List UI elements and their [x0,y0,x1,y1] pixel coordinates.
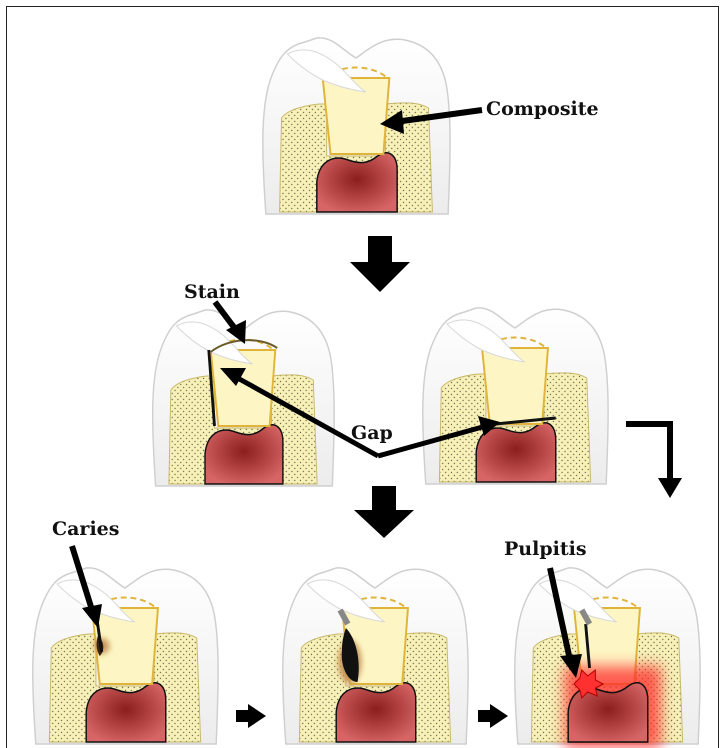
caries-label: Caries [52,520,119,539]
gap-label: Gap [351,424,393,443]
right-arrow-1 [236,704,266,728]
tooth-caries-progression [283,568,468,744]
composite-label: Composite [486,100,599,119]
tooth-gap [423,308,608,484]
down-arrow-2 [354,486,414,538]
tooth-initial [263,38,450,214]
stain-label: Stain [184,283,240,302]
tooth-pulpitis [515,568,700,748]
down-arrow-1 [350,236,410,292]
right-arrow-2 [478,704,508,728]
tooth-caries [33,568,218,744]
pulpitis-label: Pulpitis [504,540,587,559]
elbow-arrow [626,424,682,498]
